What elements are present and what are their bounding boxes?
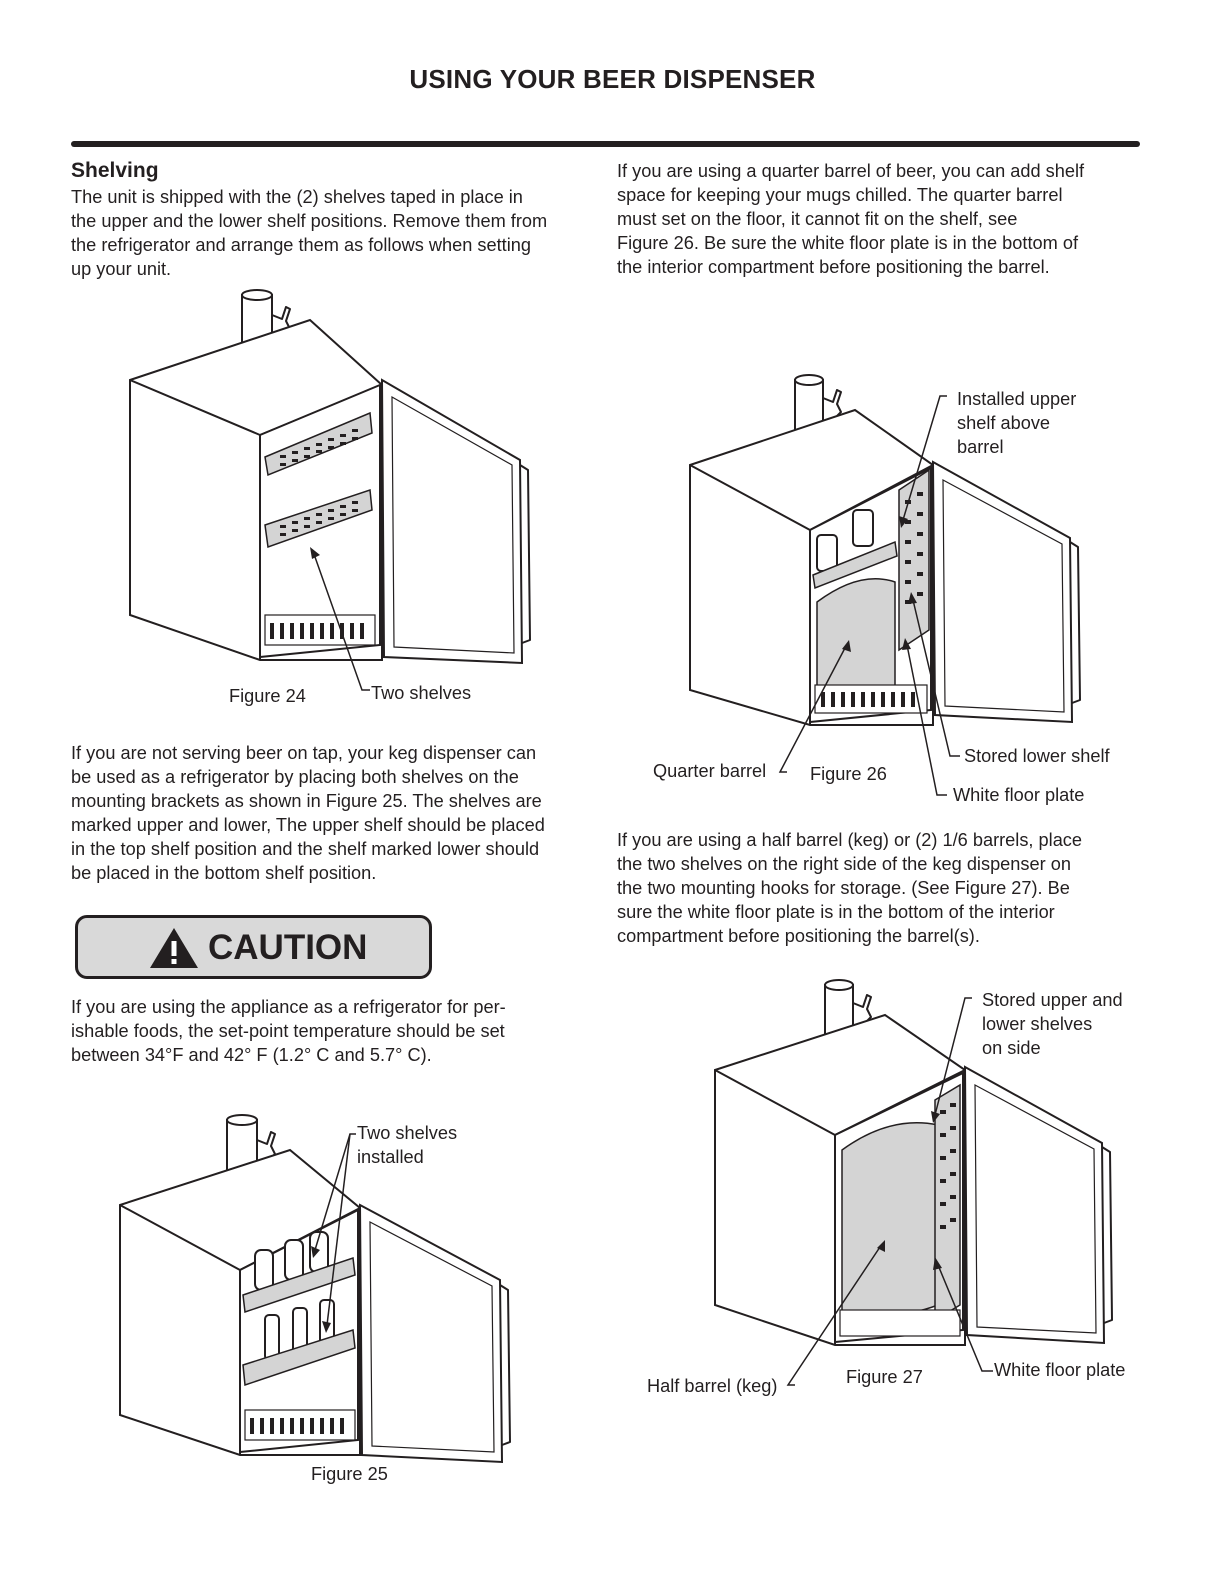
text-line: lower shelves bbox=[982, 1014, 1093, 1034]
figure-27-plate-label: White floor plate bbox=[994, 1360, 1126, 1380]
figure-24-caption: Figure 24 bbox=[229, 686, 306, 706]
text-line: the two mounting hooks for storage. (See… bbox=[617, 878, 1070, 898]
text-line: ishable foods, the set-point temperature… bbox=[71, 1021, 505, 1041]
page-title: USING YOUR BEER DISPENSER bbox=[409, 64, 816, 94]
figure-24-illustration bbox=[129, 289, 531, 691]
figure-26-illustration bbox=[689, 374, 1081, 796]
text-line: The unit is shipped with the (2) shelves… bbox=[71, 187, 523, 207]
text-line: space for keeping your mugs chilled. The… bbox=[617, 185, 1063, 205]
text-line: If you are using a half barrel (keg) or … bbox=[617, 830, 1083, 850]
shelving-paragraph: The unit is shipped with the (2) shelves… bbox=[71, 185, 601, 281]
shelving-heading: Shelving bbox=[71, 159, 159, 182]
half-barrel-paragraph: If you are using a half barrel (keg) or … bbox=[617, 828, 1157, 948]
text-line: on side bbox=[982, 1038, 1041, 1058]
temperature-paragraph: If you are using the appliance as a refr… bbox=[71, 995, 601, 1067]
text-line: Two shelves bbox=[357, 1123, 458, 1143]
text-line: installed bbox=[357, 1147, 424, 1167]
text-line: sure the white floor plate is in the bot… bbox=[617, 902, 1055, 922]
text-line: the upper and the lower shelf positions.… bbox=[71, 211, 548, 231]
text-line: the refrigerator and arrange them as fol… bbox=[71, 235, 531, 255]
warning-triangle-icon bbox=[150, 928, 198, 968]
figure-26-caption: Figure 26 bbox=[810, 764, 887, 784]
figure-25-illustration bbox=[119, 1114, 511, 1464]
caution-label: CAUTION bbox=[208, 928, 368, 967]
text-line: If you are using the appliance as a refr… bbox=[71, 997, 506, 1017]
text-line: Stored upper and bbox=[982, 990, 1123, 1010]
text-line: up your unit. bbox=[71, 259, 172, 279]
text-line: compartment before positioning the barre… bbox=[617, 926, 980, 946]
text-line: between 34°F and 42° F (1.2° C and 5.7° … bbox=[71, 1045, 432, 1065]
figure-24-label: Two shelves bbox=[371, 683, 472, 703]
text-line: must set on the floor, it cannot fit on … bbox=[617, 209, 1018, 229]
figure-27-stored-label: Stored upper and lower shelves on side bbox=[982, 988, 1123, 1060]
text-line: barrel bbox=[957, 437, 1004, 457]
figure-25-caption: Figure 25 bbox=[311, 1464, 388, 1484]
figure-26-upper-label: Installed upper shelf above barrel bbox=[957, 387, 1076, 459]
text-line: If you are using a quarter barrel of bee… bbox=[617, 161, 1085, 181]
figure-25-label: Two shelves installed bbox=[357, 1121, 457, 1169]
text-line: be used as a refrigerator by placing bot… bbox=[71, 767, 519, 787]
figure-26-barrel-label: Quarter barrel bbox=[653, 761, 767, 781]
text-line: Figure 26. Be sure the white floor plate… bbox=[617, 233, 1079, 253]
text-line: marked upper and lower, The upper shelf … bbox=[71, 815, 545, 835]
text-line: mounting brackets as shown in Figure 25.… bbox=[71, 791, 542, 811]
text-line: in the top shelf position and the shelf … bbox=[71, 839, 540, 859]
text-line: If you are not serving beer on tap, your… bbox=[71, 743, 537, 763]
figure-26-stored-label: Stored lower shelf bbox=[964, 746, 1110, 766]
text-line: be placed in the bottom shelf position. bbox=[71, 863, 377, 883]
text-line: the two shelves on the right side of the… bbox=[617, 854, 1071, 874]
figure-27-barrel-label: Half barrel (keg) bbox=[647, 1376, 778, 1396]
figure-27-caption: Figure 27 bbox=[846, 1367, 923, 1387]
text-line: shelf above bbox=[957, 413, 1051, 433]
text-line: Installed upper bbox=[957, 389, 1077, 409]
caution-box: CAUTION bbox=[75, 915, 432, 979]
refrigerator-paragraph: If you are not serving beer on tap, your… bbox=[71, 741, 601, 885]
quarter-barrel-paragraph: If you are using a quarter barrel of bee… bbox=[617, 159, 1157, 279]
figure-26-plate-label: White floor plate bbox=[953, 785, 1085, 805]
text-line: the interior compartment before position… bbox=[617, 257, 1050, 277]
figure-27-illustration bbox=[714, 979, 1113, 1386]
header-rule bbox=[71, 141, 1140, 147]
